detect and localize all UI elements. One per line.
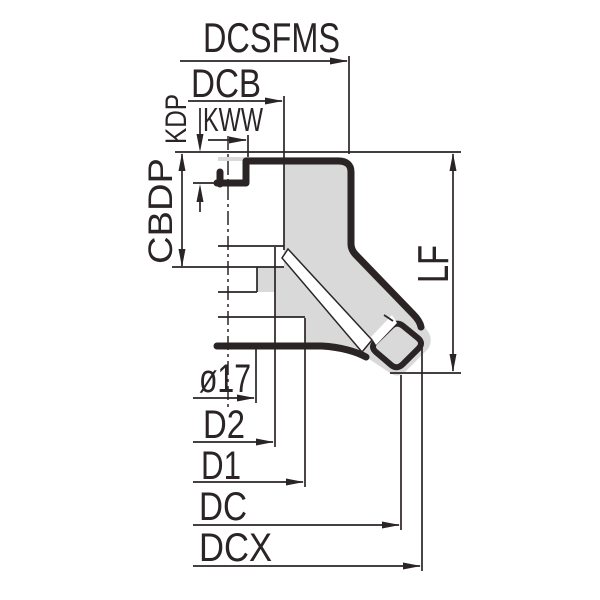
arrow-cbdp-top bbox=[178, 153, 186, 171]
dim-label-dcx: DCX bbox=[199, 526, 272, 570]
arrow-kdp-upper bbox=[196, 134, 204, 152]
chip-gash-slot bbox=[281, 247, 373, 354]
arrow-d2 bbox=[256, 438, 274, 446]
arrow-lf-bottom bbox=[449, 354, 457, 372]
arrow-cbdp-bottom bbox=[178, 249, 186, 267]
dim-label-kww: KWW bbox=[203, 101, 264, 138]
arrow-dc bbox=[382, 521, 400, 529]
dim-label-dcb: DCB bbox=[191, 62, 261, 106]
cutter-upper-outline bbox=[213, 157, 425, 331]
arrow-dcx bbox=[403, 562, 421, 570]
bore-section-cutaway bbox=[216, 161, 305, 344]
dim-label-bore17: ø17 bbox=[199, 357, 251, 401]
dim-label-kdp: KDP bbox=[160, 94, 193, 144]
arrow-lf-top bbox=[449, 153, 457, 171]
dim-label-lf: LF bbox=[409, 245, 458, 283]
arrow-bore17 bbox=[237, 394, 255, 402]
arrow-dcsfms bbox=[330, 57, 348, 65]
arrow-kdp-lower bbox=[196, 184, 204, 202]
insert-corner-facet-line bbox=[383, 314, 394, 322]
dim-label-d2: D2 bbox=[203, 403, 245, 447]
insert-seat-seam bbox=[371, 315, 397, 345]
arrow-kww bbox=[229, 136, 247, 144]
dim-label-d1: D1 bbox=[201, 444, 241, 488]
dim-label-cbdp: CBDP bbox=[142, 158, 180, 264]
arrow-d1 bbox=[286, 478, 304, 486]
cutter-bottom-outline bbox=[213, 342, 370, 361]
dim-label-dc: DC bbox=[199, 485, 247, 529]
dim-label-dcsfms: DCSFMS bbox=[203, 14, 340, 61]
arrow-dcb bbox=[265, 97, 283, 105]
